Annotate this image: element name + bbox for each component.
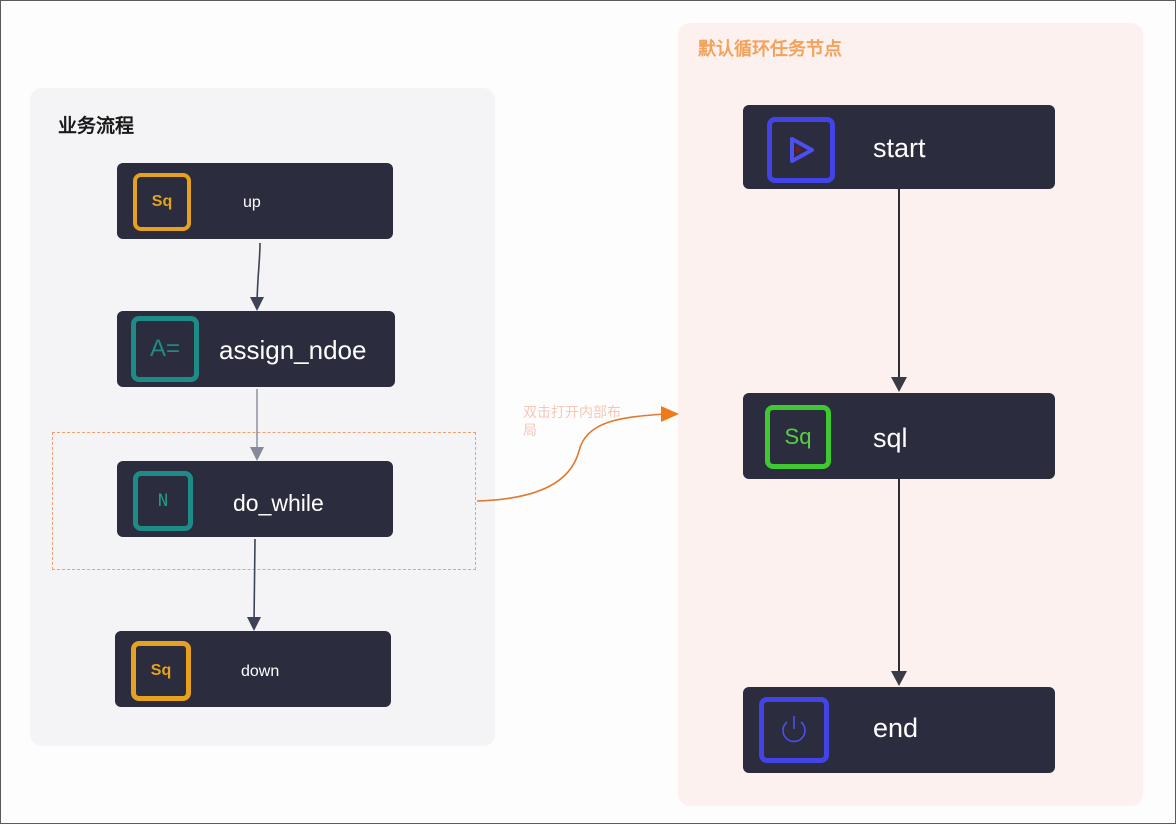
- node-up[interactable]: Sq up: [117, 163, 393, 239]
- sql-icon: Sq: [765, 405, 831, 469]
- expand-link-arrowhead: [661, 406, 679, 422]
- sql-icon: Sq: [133, 173, 191, 231]
- play-icon: [767, 117, 835, 183]
- node-do_while[interactable]: N do_while: [117, 461, 393, 537]
- node-start[interactable]: start: [743, 105, 1055, 189]
- node-label: up: [243, 194, 261, 211]
- node-assign_ndoe[interactable]: A= assign_ndoe: [117, 311, 395, 387]
- sql-icon: Sq: [131, 641, 191, 701]
- node-down[interactable]: Sq down: [115, 631, 391, 707]
- loop-node-icon: N: [133, 471, 193, 531]
- node-label: assign_ndoe: [219, 335, 367, 365]
- sql-icon-text: Sq: [784, 424, 812, 449]
- node-sql[interactable]: Sq sql: [743, 393, 1055, 479]
- assign-icon-text: A=: [149, 335, 181, 362]
- node-end[interactable]: end: [743, 687, 1055, 773]
- power-glyph: [782, 716, 806, 743]
- node-label: do_while: [233, 490, 324, 516]
- node-label: end: [873, 713, 919, 743]
- loop-node-icon-text: N: [157, 491, 169, 511]
- do-while-highlight-box: [52, 432, 476, 570]
- power-icon: [759, 697, 829, 763]
- sql-icon-text: Sq: [150, 662, 172, 679]
- double-click-hint: 双击打开内部布局: [523, 405, 621, 439]
- node-label: down: [241, 663, 280, 680]
- play-glyph: [790, 137, 814, 163]
- loop-task-title: 默认循环任务节点: [698, 39, 842, 60]
- node-label: sql: [873, 423, 908, 453]
- assign-icon: A=: [131, 316, 199, 382]
- sql-icon-text: Sq: [151, 193, 173, 210]
- node-label: start: [873, 133, 926, 163]
- business-flow-title: 业务流程: [58, 115, 135, 137]
